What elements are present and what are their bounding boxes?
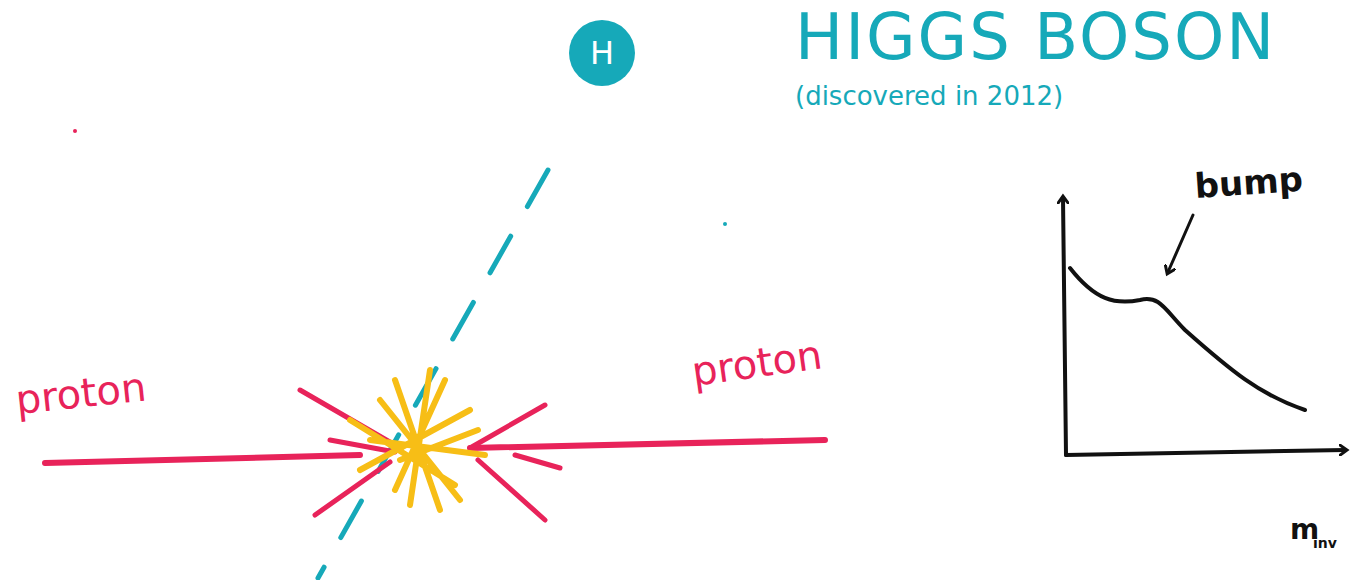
particle-label: proton — [13, 365, 148, 422]
subtitle: (discovered in 2012) — [795, 82, 1063, 111]
dot — [723, 222, 727, 226]
particle-circle: H — [569, 20, 635, 86]
annotation: bump — [1193, 161, 1304, 206]
chart — [1063, 198, 1345, 455]
higgs-track — [318, 170, 548, 578]
collision-burst — [350, 370, 485, 510]
axis-label: inv — [1313, 536, 1337, 551]
diagram-title: HIGGS BOSON — [795, 2, 1276, 72]
dot — [73, 129, 77, 133]
node-text: H — [590, 34, 614, 72]
particle-label: proton — [689, 332, 825, 394]
